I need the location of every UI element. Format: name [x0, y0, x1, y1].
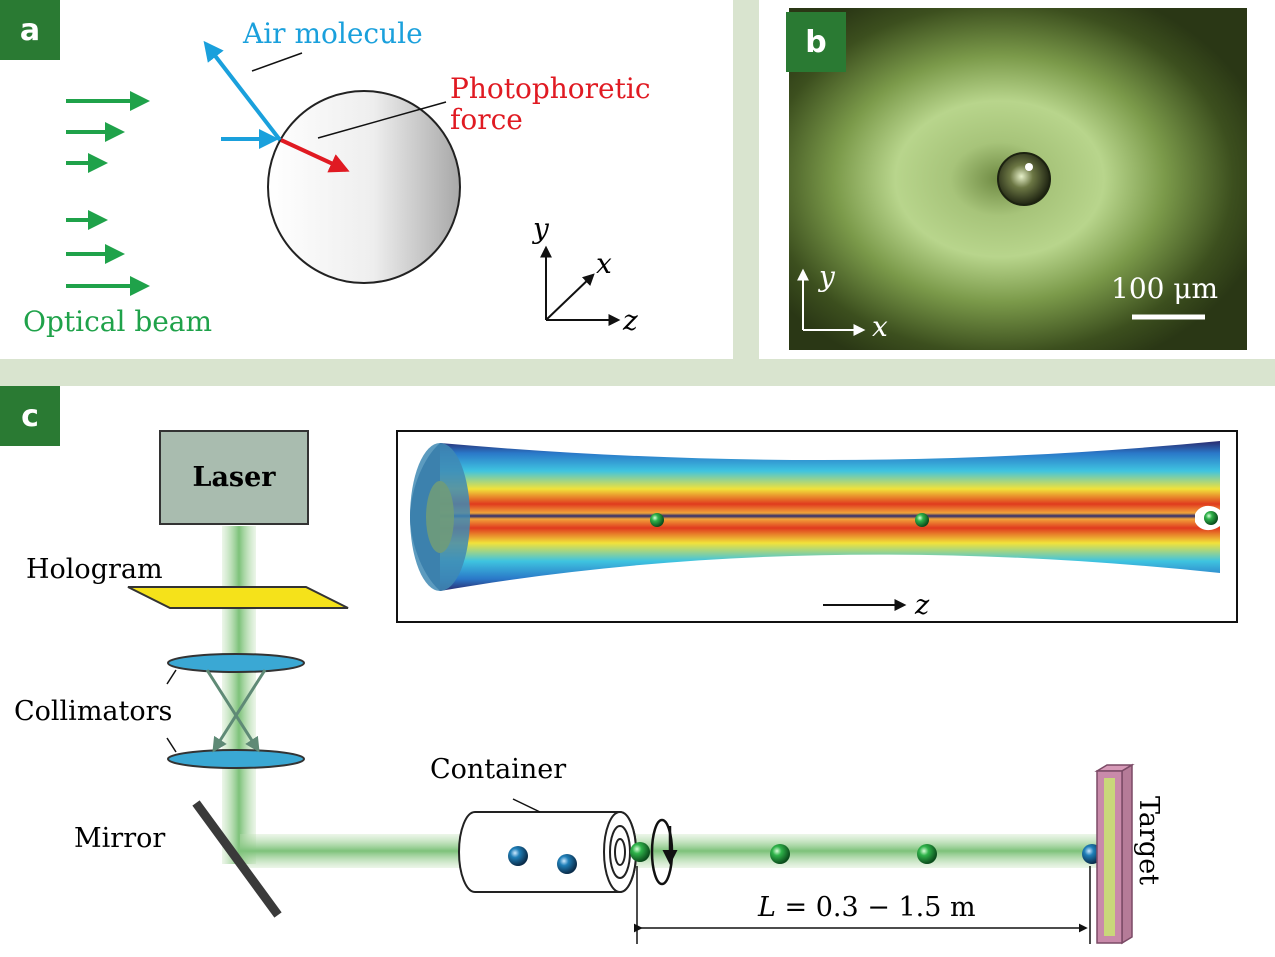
optical-beam-label: Optical beam [23, 305, 212, 338]
force-label-line1: Photophoretic [450, 72, 651, 105]
panel-c-badge-overlay: c [0, 386, 60, 446]
laser-box [159, 430, 309, 525]
container-label: Container [430, 754, 566, 785]
mirror [192, 800, 282, 918]
particle-green [630, 842, 650, 862]
distance-label: L = 0.3 − 1.5 m [757, 892, 976, 923]
axes-a: y x z [531, 212, 638, 337]
collimator-lens-bottom [167, 749, 305, 769]
rotation-icon [650, 818, 678, 886]
photophoretic-force-arrow [280, 138, 350, 173]
axis-x-label: x [596, 247, 612, 280]
trapped-particle [997, 152, 1051, 206]
collimators-label: Collimators [14, 696, 172, 727]
air-molecule-label: Air molecule [242, 17, 423, 50]
panel-c: c [0, 386, 1275, 957]
focus-ray-2 [212, 669, 267, 753]
target-label: Target [1133, 796, 1164, 885]
optical-beam-arrows [66, 91, 150, 296]
particle-sphere [267, 90, 461, 284]
inset-particle [650, 513, 664, 527]
inset-particle [1204, 511, 1218, 525]
setup-diagram: Laser Hologram Collimators Mirror Contai… [14, 430, 1238, 945]
inset-beam-tube [410, 441, 1220, 591]
force-leader [317, 101, 447, 139]
particle-blue [557, 854, 577, 874]
inset-axis-z-label: z [914, 590, 930, 621]
mirror-label: Mirror [74, 823, 165, 854]
axis-y-label: y [531, 212, 550, 245]
particle-green [770, 844, 790, 864]
panel-b-badge: b [786, 12, 846, 72]
laser-label: Laser [192, 462, 276, 493]
hologram-plate [127, 586, 349, 609]
panel-a-badge: a [0, 0, 60, 60]
air-molecule-leader [251, 52, 303, 72]
microscope-image: y x 100 μm [789, 8, 1247, 350]
panel-a: a [0, 0, 733, 359]
inset-particle [915, 513, 929, 527]
vertical-beam [222, 526, 256, 864]
particle-blue [508, 846, 528, 866]
particle-green [917, 844, 937, 864]
collimator-leader-top [166, 669, 177, 685]
distance-marker [633, 866, 1091, 944]
target [1094, 763, 1135, 945]
scale-bar-label: 100 μm [1111, 272, 1218, 305]
air-molecule-arrows [203, 40, 282, 149]
panel-a-diagram: Air molecule Photophoretic force Optical… [23, 17, 651, 338]
axis-y-label-b: y [817, 260, 836, 293]
axis-z-label: z [622, 304, 638, 337]
collimator-leader-bottom [166, 737, 177, 753]
container [458, 811, 637, 893]
focus-ray-1 [205, 669, 260, 753]
panel-b: y x 100 μm b [759, 0, 1275, 359]
container-leader [512, 798, 541, 813]
collimator-lens-top [167, 653, 305, 673]
force-label-line2: force [450, 103, 523, 136]
axis-x-label-b: x [872, 310, 888, 343]
hologram-label: Hologram [26, 554, 163, 585]
